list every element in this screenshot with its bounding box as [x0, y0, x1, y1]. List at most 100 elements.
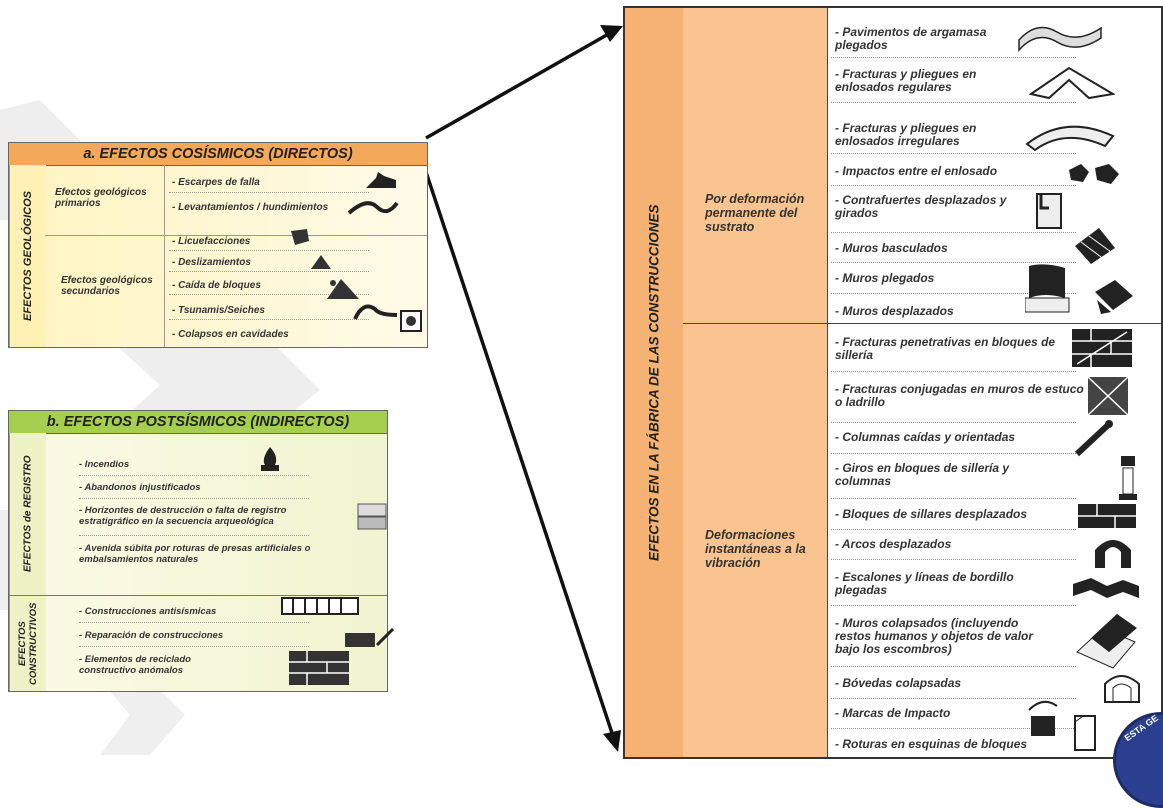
- divider: [831, 57, 1076, 58]
- divider: [169, 250, 369, 251]
- regular-tiles-fold-icon: [1029, 66, 1115, 100]
- divider: [79, 498, 309, 499]
- folded-wall-icon: [1025, 264, 1070, 313]
- item-bovedas-colapsadas: - Bóvedas colapsadas: [835, 676, 962, 690]
- displaced-wall-icon: [1095, 280, 1133, 314]
- right-group-column: [683, 8, 828, 757]
- item-impactos-enlosado: - Impactos entre el enlosado: [835, 164, 998, 178]
- item-antisismicas: - Construcciones antisísmicas: [79, 606, 217, 617]
- corner-break-icon: [1074, 715, 1096, 751]
- item-reparacion: - Reparación de construcciones: [79, 630, 224, 641]
- item-licuefacciones: - Licuefacciones: [172, 236, 251, 247]
- panel-a-side-label: EFECTOS GEOLÓGICOS: [9, 165, 46, 347]
- arrow-to-bottom: [424, 171, 615, 737]
- fire-icon: [261, 447, 279, 471]
- panel-b-divider: [9, 595, 387, 596]
- panel-a-col-divider: [164, 165, 165, 347]
- panel-b-title: b. EFECTOS POSTSÍSMICOS (INDIRECTOS): [9, 411, 387, 434]
- divider: [831, 453, 1076, 454]
- item-fracturas-penetrativas: - Fracturas penetrativas en bloques de s…: [835, 335, 1056, 362]
- item-horizontes: - Horizontes de destrucción o falta de r…: [79, 505, 287, 527]
- right-side-label: EFECTOS EN LA FÁBRICA DE LAS CONSTRUCCIO…: [646, 204, 662, 561]
- divider: [169, 294, 369, 295]
- displaced-blocks-icon: [1078, 504, 1136, 528]
- divider: [831, 498, 1076, 499]
- item-caida-bloques: - Caída de bloques: [172, 280, 261, 291]
- divider: [79, 646, 309, 647]
- item-arcos-desplazados: - Arcos desplazados: [835, 537, 952, 551]
- item-muros-basculados: - Muros basculados: [835, 241, 948, 255]
- panel-b-side-label-constructivos: EFECTOS CONSTRUCTIVOS: [9, 596, 46, 691]
- ashlar-fracture-icon: [1072, 329, 1132, 367]
- arrowhead-top: [600, 25, 623, 42]
- group-deformacion-permanente: Por deformación permanente del sustrato: [705, 192, 805, 234]
- arrowhead-bottom: [603, 730, 621, 752]
- group-deformaciones-instantaneas: Deformaciones instantáneas a la vibració…: [705, 528, 806, 570]
- item-sillares-desplazados: - Bloques de sillares desplazados: [835, 507, 1028, 521]
- tilted-wall-icon: [1075, 228, 1115, 264]
- divider: [169, 192, 369, 193]
- antiseismic-building-icon: [281, 597, 359, 615]
- fault-scarp-icon: [366, 172, 396, 188]
- liquefaction-icon: [291, 229, 309, 245]
- collapsed-wall-icon: [1076, 614, 1137, 669]
- item-muros-desplazados: - Muros desplazados: [835, 304, 954, 318]
- item-tsunamis: - Tsunamis/Seiches: [172, 305, 265, 316]
- panel-a-title: a. EFECTOS COSÍSMICOS (DIRECTOS): [9, 143, 427, 166]
- item-pavimentos: - Pavimentos de argamasa plegados: [835, 25, 987, 52]
- divider: [831, 529, 1076, 530]
- divider: [79, 622, 309, 623]
- item-enlosados-regulares: - Fracturas y pliegues en enlosados regu…: [835, 67, 977, 94]
- divider: [831, 728, 1076, 729]
- uplift-icon: [347, 201, 399, 215]
- tsunami-icon: [353, 304, 398, 320]
- divider: [831, 698, 1076, 699]
- divider: [831, 422, 1076, 423]
- buttress-icon: [1036, 193, 1062, 229]
- fallen-column-icon: [1074, 420, 1113, 457]
- right-group-separator: [683, 323, 1161, 324]
- divider: [831, 262, 1076, 263]
- panel-b-side-label-registro: EFECTOS de REGISTRO: [9, 433, 46, 595]
- item-escalones: - Escalones y líneas de bordillo plegada…: [835, 570, 1014, 597]
- stratigraphy-icon: [357, 503, 387, 530]
- item-contrafuertes: - Contrafuertes desplazados y girados: [835, 193, 1007, 220]
- irregular-tiles-fold-icon: [1025, 125, 1115, 152]
- item-giros-bloques: - Giros en bloques de sillería y columna…: [835, 461, 1010, 488]
- item-levantamientos: - Levantamientos / hundimientos: [172, 202, 329, 213]
- divider: [831, 153, 1076, 154]
- group-primarios: Efectos geológicos primarios: [55, 187, 147, 209]
- divider: [831, 666, 1076, 667]
- rockfall-icon: [327, 279, 359, 299]
- divider: [831, 293, 1076, 294]
- item-roturas-esquinas: - Roturas en esquinas de bloques: [835, 737, 1028, 751]
- divider: [79, 475, 309, 476]
- arrow-to-top: [425, 30, 613, 140]
- item-colapsos: - Colapsos en cavidades: [172, 329, 289, 340]
- recycled-wall-icon: [289, 651, 349, 685]
- landslide-icon: [311, 255, 331, 269]
- item-avenida: - Avenida súbita por roturas de presas a…: [79, 543, 311, 565]
- item-marcas-impacto: - Marcas de Impacto: [835, 706, 951, 720]
- divider: [831, 371, 1076, 372]
- item-fracturas-conjugadas: - Fracturas conjugadas en muros de estuc…: [835, 382, 1084, 409]
- divider: [831, 232, 1076, 233]
- item-columnas-caidas: - Columnas caídas y orientadas: [835, 430, 1016, 444]
- divider: [169, 319, 369, 320]
- cavity-collapse-icon: [400, 310, 422, 332]
- item-deslizamientos: - Deslizamientos: [172, 257, 251, 268]
- collapsed-vault-icon: [1104, 675, 1140, 703]
- divider: [831, 605, 1076, 606]
- rotated-column-icon: [1119, 456, 1137, 500]
- panel-fabrica-construcciones: EFECTOS EN LA FÁBRICA DE LAS CONSTRUCCIO…: [623, 6, 1163, 759]
- trowel-bricks-icon: [345, 627, 395, 647]
- panel-a-group-divider: [45, 235, 427, 236]
- item-reciclado: - Elementos de reciclado constructivo an…: [79, 654, 191, 676]
- connector-arrows: [424, 25, 623, 752]
- divider: [831, 559, 1076, 560]
- item-abandonos: - Abandonos injustificados: [79, 482, 201, 493]
- divider: [79, 535, 309, 536]
- divider: [831, 185, 1076, 186]
- conjugate-fracture-icon: [1087, 376, 1129, 416]
- folded-curbs-icon: [1073, 578, 1139, 598]
